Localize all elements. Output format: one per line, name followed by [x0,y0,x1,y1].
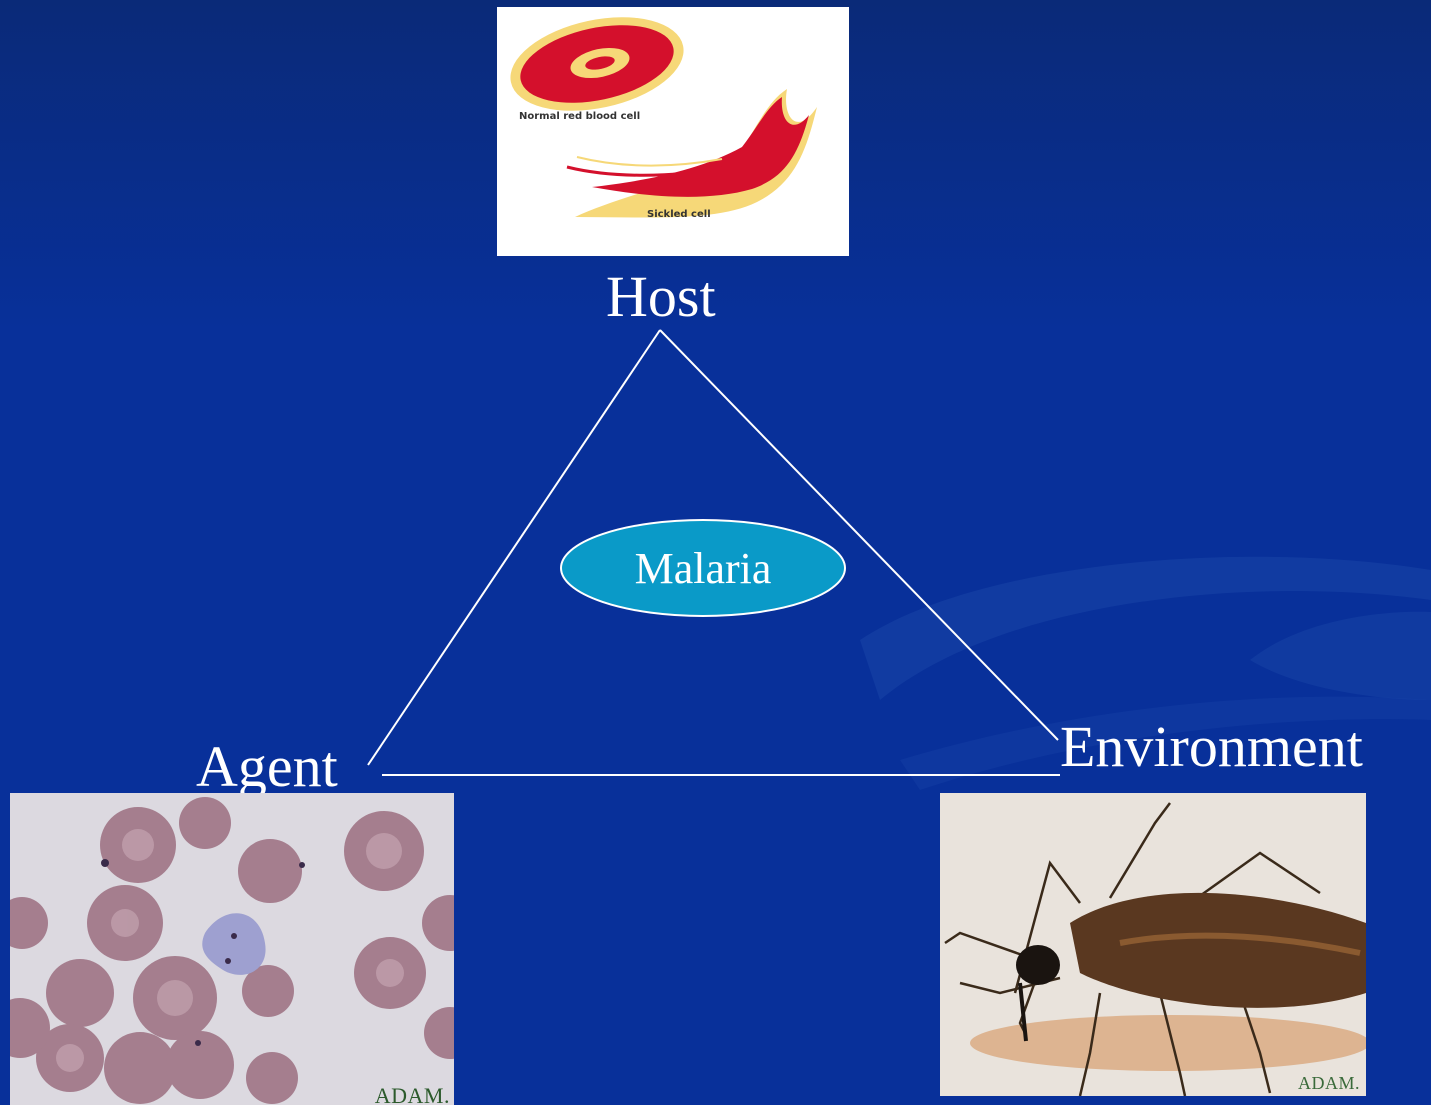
edge-host-environment [659,329,1059,741]
normal-rbc-caption: Normal red blood cell [519,111,640,122]
mosquito-abdomen [1070,892,1366,1008]
host-image: Normal red blood cell Sickled cell [497,7,849,256]
mosquito-head [1016,945,1060,985]
malaria-label: Malaria [634,544,772,593]
sickled-cell-caption: Sickled cell [647,209,711,220]
environment-image: ADAM. [940,793,1366,1096]
agent-watermark: ADAM. [374,1083,450,1105]
agent-label: Agent [196,734,338,799]
environment-watermark: ADAM. [1297,1073,1360,1093]
environment-label: Environment [1060,714,1363,779]
sickled-cell [592,97,809,197]
agent-image: ADAM. [10,793,454,1105]
edge-host-agent [367,329,661,766]
malaria-ellipse [560,519,846,617]
host-label: Host [606,264,716,329]
